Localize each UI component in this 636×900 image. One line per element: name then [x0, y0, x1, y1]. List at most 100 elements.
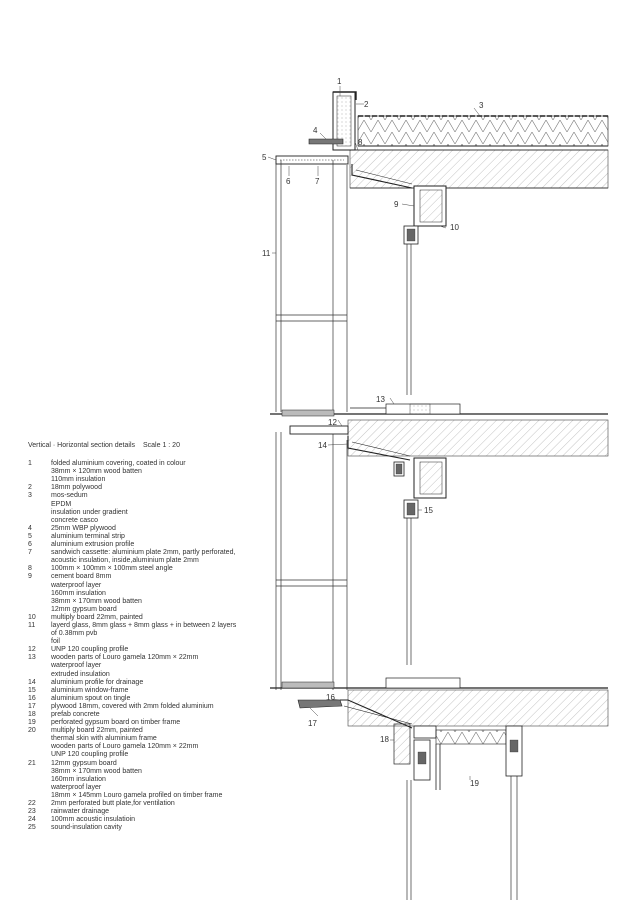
legend-item-description: folded aluminium covering, coated in col… [51, 460, 278, 484]
legend-item-description: layerd glass, 8mm glass + 8mm glass + in… [51, 622, 278, 646]
legend-item-description: 100mm acoustic insulatioin [51, 816, 278, 824]
legend-item-number: 21 [28, 759, 36, 767]
legend-item-line: of 0.38mm pvb [51, 630, 98, 638]
legend-item-line: aluminium window-frame [51, 686, 129, 694]
callout-13: 13 [376, 395, 385, 404]
legend-item-description: aluminium spout on tingle [51, 695, 278, 703]
legend-item-line: EPDM [51, 500, 72, 508]
legend-item-line: 38mm × 170mm wood batten [51, 597, 142, 605]
legend-item-number: 17 [28, 702, 36, 710]
legend-item-number: 10 [28, 613, 36, 621]
legend-item-number: 1 [28, 460, 32, 468]
legend-scale: Scale 1 : 20 [143, 442, 180, 449]
legend-item: 5 aluminium terminal strip [28, 533, 278, 541]
legend-list: 1 folded aluminium covering, coated in co… [28, 460, 278, 832]
legend-item-number: 8 [28, 565, 32, 573]
callout-3: 3 [479, 101, 484, 110]
legend-item-line: folded aluminium covering, coated in col… [51, 460, 186, 468]
legend-item: 17 plywood 18mm, covered with 2mm folded … [28, 703, 278, 711]
legend-caption: Vertical · Horizontal section details Sca… [28, 442, 278, 450]
legend-item-number: 15 [28, 686, 36, 694]
legend-item-line: aluminium profile for drainage [51, 678, 144, 686]
legend-item-description: rainwater drainage [51, 808, 278, 816]
legend-item: 25 sound-insulation cavity [28, 824, 278, 832]
legend-item-description: aluminium profile for drainage [51, 679, 278, 687]
legend-item-line: 12mm gypsum board [51, 759, 117, 767]
legend-item-number: 3 [28, 492, 32, 500]
legend-item-number: 25 [28, 824, 36, 832]
legend-title: Vertical · Horizontal section details [28, 442, 135, 449]
legend-item: 12 UNP 120 coupling profile [28, 646, 278, 654]
legend-item-line: 110mm insulation [51, 476, 106, 484]
legend-item-line: aluminium extrusion profile [51, 541, 135, 549]
legend-item-line: mos-sedum [51, 492, 88, 500]
legend-item-number: 14 [28, 678, 36, 686]
callout-2: 2 [364, 100, 369, 109]
legend-item-line: perforated gypsum board on timber frame [51, 719, 181, 727]
legend-item-line: sandwich cassette: aluminium plate 2mm, … [51, 549, 236, 557]
legend-item-number: 23 [28, 808, 36, 816]
legend-item: 4 25mm WBP plywood [28, 525, 278, 533]
legend-item: 6 aluminium extrusion profile [28, 541, 278, 549]
legend-item-number: 20 [28, 727, 36, 735]
legend-item-line: plywood 18mm, covered with 2mm folded al… [51, 702, 214, 710]
legend-item-line: 100mm acoustic insulatioin [51, 816, 136, 824]
legend-item-line: wooden parts of Louro gamela 120mm × 22m… [51, 654, 199, 662]
callout-11: 11 [262, 249, 271, 258]
callout-6: 6 [286, 177, 291, 186]
legend-item-number: 6 [28, 541, 32, 549]
legend-item-description: 25mm WBP plywood [51, 525, 278, 533]
legend-item-number: 5 [28, 532, 32, 540]
legend-item-line: 160mm insulation [51, 589, 106, 597]
legend: Vertical · Horizontal section details Sca… [28, 442, 278, 832]
legend-item-line: foil [51, 638, 60, 646]
legend-item-line: multiply board 22mm, painted [51, 727, 143, 735]
legend-item-line: UNP 120 coupling profile [51, 646, 129, 654]
legend-item-description: 2mm perforated butt plate,for ventilatio… [51, 800, 278, 808]
callout-4: 4 [313, 126, 318, 135]
legend-item-line: wooden parts of Louro gamela 120mm × 22m… [51, 743, 199, 751]
legend-item-description: aluminium terminal strip [51, 533, 278, 541]
roof-build-up [275, 91, 609, 245]
legend-item: 13 wooden parts of Louro gamela 120mm × 2… [28, 654, 278, 678]
legend-item-number: 22 [28, 800, 36, 808]
callout-16: 16 [326, 693, 335, 702]
legend-item-number: 12 [28, 646, 36, 654]
callout-7: 7 [315, 177, 320, 186]
legend-item-line: prefab concrete [51, 711, 100, 718]
legend-item: 23 rainwater drainage [28, 808, 278, 816]
legend-item-description: sandwich cassette: aluminium plate 2mm, … [51, 549, 278, 565]
legend-item-line: waterproof layer [51, 783, 102, 791]
legend-item-line: waterproof layer [51, 662, 102, 670]
floor-slab-2 [270, 677, 609, 790]
callout-10: 10 [450, 223, 459, 232]
legend-item-line: acoustic insulation, inside,aluminium pl… [51, 557, 199, 565]
legend-item-line: cement board 8mm [51, 573, 112, 581]
legend-item-line: sound-insulation cavity [51, 824, 122, 832]
leader-lines [267, 86, 481, 780]
legend-item-line: UNP 120 coupling profile [51, 751, 129, 759]
callout-9: 9 [394, 200, 399, 209]
legend-item-line: 38mm × 120mm wood batten [51, 468, 142, 476]
legend-item-number: 13 [28, 654, 36, 662]
legend-item-line: aluminium spout on tingle [51, 694, 131, 702]
legend-item-description: aluminium extrusion profile [51, 541, 278, 549]
legend-item-number: 4 [28, 524, 32, 532]
callout-17: 17 [308, 719, 317, 728]
floor-slab-1 [270, 403, 609, 519]
legend-item-description: wooden parts of Louro gamela 120mm × 22m… [51, 654, 278, 678]
